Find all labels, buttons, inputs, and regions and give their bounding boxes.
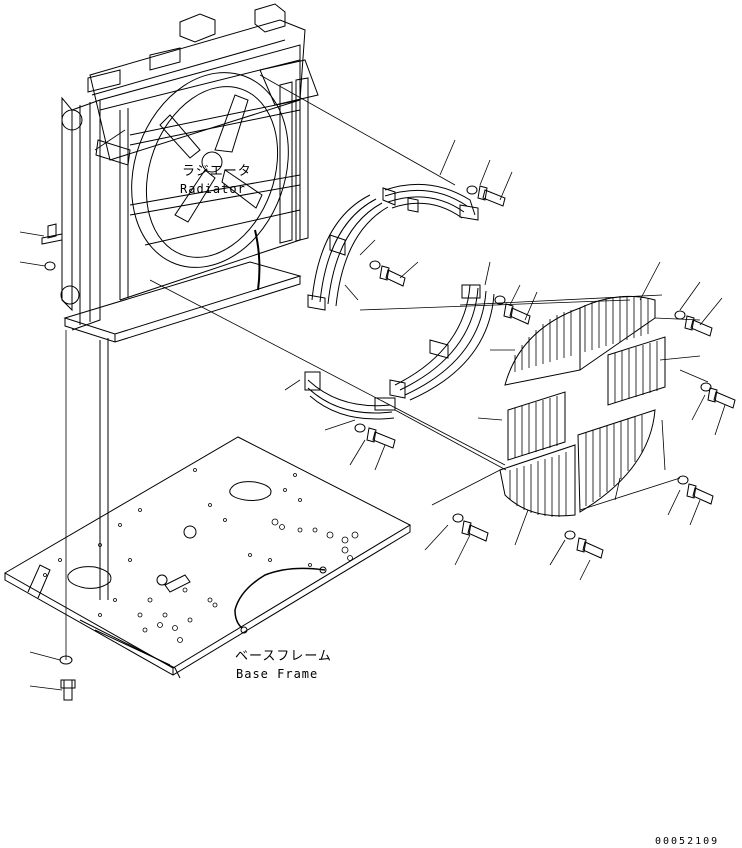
base-frame bbox=[5, 437, 410, 678]
lower-fan-guard bbox=[305, 372, 395, 419]
base-frame-label-jp: ベースフレーム bbox=[235, 649, 332, 664]
radiator-assembly bbox=[61, 4, 318, 600]
radiator-label-en: Radiator bbox=[180, 182, 246, 196]
mesh-screen-panels bbox=[500, 296, 665, 517]
upper-fan-guard bbox=[383, 184, 478, 220]
bolts-and-washers bbox=[42, 186, 735, 700]
drawing-number: 00052109 bbox=[655, 836, 720, 847]
right-fan-guard bbox=[390, 285, 494, 400]
radiator-label-jp: ラジエータ bbox=[182, 164, 252, 179]
base-frame-label-en: Base Frame bbox=[236, 667, 319, 681]
left-fan-guard bbox=[308, 195, 388, 310]
leader-lines bbox=[20, 75, 725, 690]
